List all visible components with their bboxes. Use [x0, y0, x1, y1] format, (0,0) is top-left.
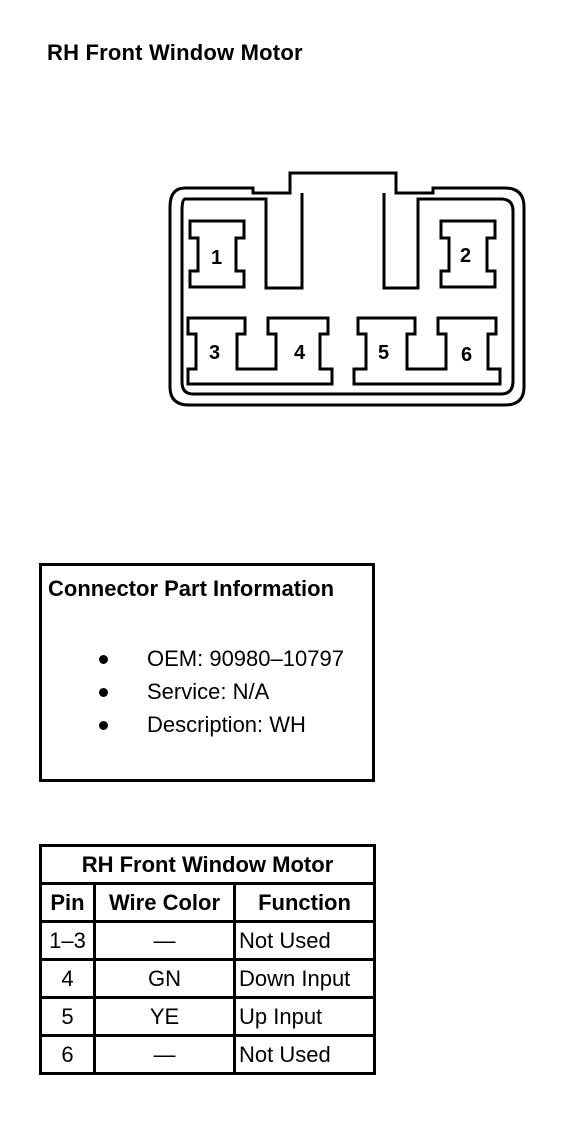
pin-cavity-3-4: [186, 316, 334, 386]
pin-label-3: 3: [209, 342, 220, 364]
table-row: 5 YE Up Input: [39, 996, 376, 1037]
pin-label-4: 4: [294, 342, 306, 364]
pin-cavity-1: [188, 219, 246, 289]
table-row: 4 GN Down Input: [39, 958, 376, 999]
cell-pin: 1–3: [39, 920, 96, 961]
header-function: Function: [233, 882, 376, 923]
cell-pin: 6: [39, 1034, 96, 1075]
table-title-row: RH Front Window Motor: [39, 844, 376, 885]
bullet-icon: [99, 688, 108, 697]
cell-wire-color: —: [93, 1034, 236, 1075]
cell-function: Not Used: [233, 920, 376, 961]
cell-pin: 5: [39, 996, 96, 1037]
cell-pin: 4: [39, 958, 96, 999]
cell-wire-color: YE: [93, 996, 236, 1037]
cell-wire-color: GN: [93, 958, 236, 999]
diagram-title: RH Front Window Motor: [47, 40, 303, 65]
cell-function: Not Used: [233, 1034, 376, 1075]
cell-wire-color: —: [93, 920, 236, 961]
pin-cavity-5-6: [352, 316, 502, 386]
connector-part-info-box: Connector Part Information OEM: 90980–10…: [39, 563, 375, 782]
bullet-icon: [99, 721, 108, 730]
cell-function: Up Input: [233, 996, 376, 1037]
pin-label-5: 5: [378, 342, 389, 364]
pin-cavity-2: [439, 219, 497, 289]
connector-face-diagram: 1 2 3 4 5 6: [168, 171, 526, 407]
pin-label-2: 2: [460, 245, 471, 267]
connector-housing-outer: [168, 171, 526, 407]
header-pin: Pin: [39, 882, 96, 923]
pin-function-table: RH Front Window Motor Pin Wire Color Fun…: [39, 844, 376, 1075]
bullet-icon: [99, 655, 108, 664]
table-row: 6 — Not Used: [39, 1034, 376, 1075]
pin-label-1: 1: [211, 247, 222, 269]
header-wire-color: Wire Color: [93, 882, 236, 923]
info-box-title: Connector Part Information: [48, 576, 335, 601]
table-row: 1–3 — Not Used: [39, 920, 376, 961]
cell-function: Down Input: [233, 958, 376, 999]
table-title: RH Front Window Motor: [39, 844, 376, 885]
table-header-row: Pin Wire Color Function: [39, 882, 376, 923]
connector-housing-inner: [180, 193, 515, 396]
pin-label-6: 6: [461, 344, 472, 366]
